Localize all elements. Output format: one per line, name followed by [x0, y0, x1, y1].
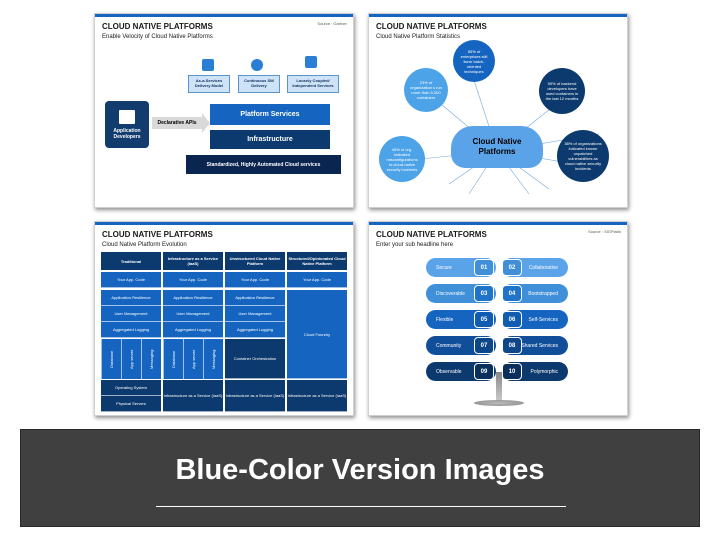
version-banner: Blue-Color Version Images — [20, 429, 700, 527]
iaas-cell: Infrastructure as a Service (IaaS) — [225, 380, 285, 412]
principle-number: 03 — [474, 285, 494, 302]
slide-thumbnail-platforms[interactable]: CLOUD NATIVE PLATFORMS Source : Gartner … — [94, 13, 354, 208]
column-header: Traditional — [101, 252, 161, 270]
evolution-column-iaas: Infrastructure as a Service (IaaS) Your … — [163, 252, 223, 412]
column-header: Infrastructure as a Service (IaaS) — [163, 252, 223, 270]
column-header: Unstructured Cloud Native Platform — [225, 252, 285, 270]
app-server-cell: App server — [121, 339, 141, 379]
slide-accent-bar — [369, 222, 627, 225]
stem-graphic — [496, 372, 502, 402]
cloud-center: Cloud Native Platforms — [451, 126, 543, 168]
slide-title: CLOUD NATIVE PLATFORMS — [102, 230, 213, 239]
principle-number: 04 — [502, 285, 522, 302]
principle-number: 10 — [502, 363, 522, 380]
messaging-cell: Messaging — [141, 339, 161, 379]
stat-bubble: 45% of org. indicated misconfigurations … — [379, 136, 425, 182]
banner-divider — [156, 506, 566, 507]
user-mgmt-cell: User Management — [225, 306, 285, 322]
slide-subtitle: Enter your sub headline here — [376, 242, 454, 248]
app-code-cell: Your App. Code — [101, 272, 161, 288]
resilience-cell: Application Resilience — [101, 290, 161, 306]
container-cell: Container Orchestration — [225, 339, 285, 379]
chip-loosely-coupled: Loosely Coupled/ Independent Services — [287, 75, 339, 93]
slide-title: CLOUD NATIVE PLATFORMS — [376, 22, 487, 31]
cube-icon — [305, 56, 317, 68]
evolution-column-structured: Structured/Opinionated Cloud Native Plat… — [287, 252, 347, 412]
iaas-cell: Infrastructure as a Service (IaaS) — [163, 380, 223, 412]
os-cell: Operating System — [101, 380, 161, 396]
stat-bubble: 85% of enterprises still favor batch-ori… — [453, 40, 495, 82]
slide-title: CLOUD NATIVE PLATFORMS — [376, 230, 487, 239]
column-header: Structured/Opinionated Cloud Native Plat… — [287, 252, 347, 270]
slide-subtitle: Enable Velocity of Cloud Native Platform… — [102, 34, 213, 40]
principle-number: 02 — [502, 259, 522, 276]
chip-continuous-delivery: Continuous SW Delivery — [238, 75, 280, 93]
source-note: Source : SIGPlatin — [588, 229, 621, 234]
iaas-cell: Infrastructure as a Service (IaaS) — [287, 380, 347, 412]
slide-accent-bar — [95, 222, 353, 225]
principle-number: 07 — [474, 337, 494, 354]
logging-cell: Aggregated Logging — [163, 322, 223, 338]
principle-number: 05 — [474, 311, 494, 328]
arrow-head-icon — [202, 113, 210, 133]
developer-icon — [119, 109, 135, 124]
stat-bubble: 59% of backend developers have used cont… — [539, 68, 585, 114]
source-note: Source : Gartner — [317, 21, 347, 26]
user-mgmt-cell: User Management — [163, 306, 223, 322]
delivery-icon — [251, 59, 263, 71]
resilience-cell: Application Resilience — [163, 290, 223, 306]
slide-title: CLOUD NATIVE PLATFORMS — [102, 22, 213, 31]
app-code-cell: Your App. Code — [287, 272, 347, 288]
evolution-column-unstructured: Unstructured Cloud Native Platform Your … — [225, 252, 285, 412]
logging-cell: Aggregated Logging — [225, 322, 285, 338]
principle-number: 08 — [502, 337, 522, 354]
slide-thumbnail-principles[interactable]: CLOUD NATIVE PLATFORMS Source : SIGPlati… — [368, 221, 628, 416]
stat-bubble: 23% of organization s run more than 5,00… — [404, 68, 448, 112]
slide-thumbnail-statistics[interactable]: CLOUD NATIVE PLATFORMS Cloud Native Plat… — [368, 13, 628, 208]
slide-accent-bar — [369, 14, 627, 17]
developer-box: Application Developers — [105, 101, 149, 148]
declarative-apis-arrow: Declarative APIs — [152, 117, 202, 129]
principle-number: 06 — [502, 311, 522, 328]
cloud-foundry-cell: Cloud Foundry — [287, 290, 347, 379]
infrastructure-box: Infrastructure — [210, 130, 330, 149]
app-code-cell: Your App. Code — [163, 272, 223, 288]
logging-cell: Aggregated Logging — [101, 322, 161, 338]
developer-label: Application Developers — [113, 127, 141, 140]
chip-as-a-service: As-a-Services Delivery Model — [188, 75, 230, 93]
slide-thumbnail-evolution[interactable]: CLOUD NATIVE PLATFORMS Cloud Native Plat… — [94, 221, 354, 416]
user-mgmt-cell: User Management — [101, 306, 161, 322]
app-code-cell: Your App. Code — [225, 272, 285, 288]
app-server-cell: App server — [183, 339, 203, 379]
database-cell: Database — [101, 339, 121, 379]
slide-subtitle: Cloud Native Platform Statistics — [376, 34, 461, 40]
platform-services-box: Platform Services — [210, 104, 330, 125]
stand-base — [474, 400, 524, 406]
slide-accent-bar — [95, 14, 353, 17]
physical-cell: Physical Servers — [101, 396, 161, 412]
messaging-cell: Messaging — [203, 339, 223, 379]
resilience-cell: Application Resilience — [225, 290, 285, 306]
database-cell: Database — [163, 339, 183, 379]
slide-subtitle: Cloud Native Platform Evolution — [102, 242, 187, 248]
banner-title: Blue-Color Version Images — [175, 454, 545, 486]
service-icon — [202, 59, 214, 71]
cloud-services-box: Standardized, Highly Automated Cloud ser… — [186, 155, 341, 174]
stat-bubble: 38% of organizations indicated known unp… — [557, 130, 609, 182]
evolution-column-traditional: Traditional Your App. Code Application R… — [101, 252, 161, 412]
principle-number: 09 — [474, 363, 494, 380]
principle-number: 01 — [474, 259, 494, 276]
